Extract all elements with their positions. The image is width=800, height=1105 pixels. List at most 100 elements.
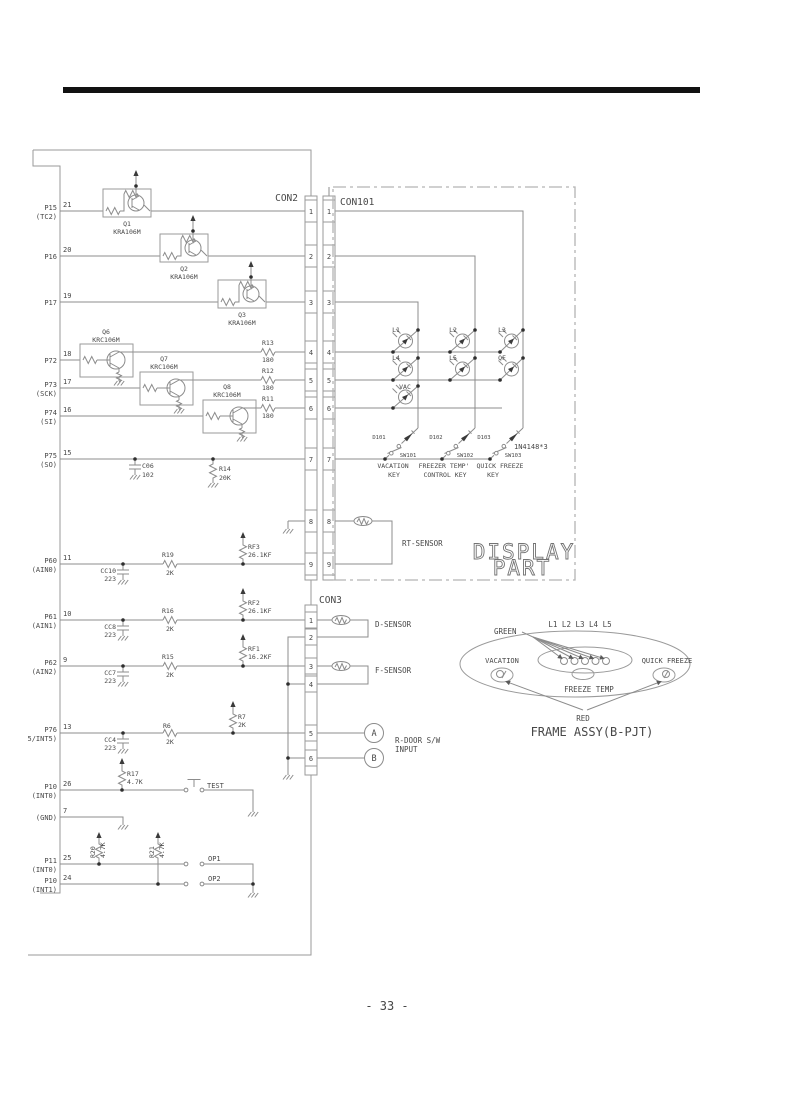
svg-text:R13: R13 (262, 339, 274, 347)
svg-text:4.7K: 4.7K (99, 842, 107, 858)
pin-label: P16 (44, 253, 57, 261)
svg-text:1: 1 (309, 617, 313, 625)
svg-text:223: 223 (104, 744, 116, 752)
rt-sensor-symbol (353, 516, 373, 526)
svg-text:223: 223 (104, 677, 116, 685)
svg-text:KRC106M: KRC106M (150, 363, 177, 371)
pin-number: 21 (63, 201, 71, 209)
svg-text:2K: 2K (166, 671, 174, 679)
mcu-pin-labels: P15 (TC2) 21 P16 20 P17 19 P72 18 P73 (S… (27, 201, 71, 894)
svg-text:CC4: CC4 (104, 736, 116, 744)
pin-label: (AIN1) (32, 622, 57, 630)
svg-text:180: 180 (262, 384, 274, 392)
svg-text:R14: R14 (219, 465, 231, 473)
pin-number: 7 (63, 807, 67, 815)
svg-text:VACATION: VACATION (377, 462, 408, 470)
pin-number: 10 (63, 610, 71, 618)
svg-text:9: 9 (327, 561, 331, 569)
pin-label: P73 (44, 381, 57, 389)
svg-text:5: 5 (309, 730, 313, 738)
svg-text:3: 3 (309, 663, 313, 671)
svg-text:F-SENSOR: F-SENSOR (375, 666, 412, 675)
svg-text:7: 7 (309, 456, 313, 464)
svg-text:QF: QF (498, 354, 506, 362)
svg-text:KRA106M: KRA106M (228, 319, 255, 327)
svg-text:26.1KF: 26.1KF (248, 551, 272, 559)
pin-number: 9 (63, 656, 67, 664)
pin-label: (TC2) (36, 213, 57, 221)
svg-text:2: 2 (327, 253, 331, 261)
svg-text:CONTROL KEY: CONTROL KEY (423, 471, 466, 479)
svg-text:102: 102 (142, 471, 154, 479)
con101-connector (322, 195, 336, 581)
svg-text:4: 4 (309, 349, 313, 357)
svg-text:FREEZER TEMP': FREEZER TEMP' (419, 462, 470, 470)
pin-label: (SCK) (36, 390, 57, 398)
svg-text:CC10: CC10 (100, 567, 116, 575)
quick-freeze-button (652, 667, 676, 683)
svg-text:180: 180 (262, 356, 274, 364)
svg-text:R7: R7 (238, 713, 246, 721)
svg-text:L4: L4 (392, 354, 400, 362)
svg-text:4.7K: 4.7K (158, 842, 166, 858)
svg-text:QUICK FREEZE: QUICK FREEZE (642, 657, 693, 665)
freeze-temp-display (571, 668, 595, 680)
svg-text:PART: PART (493, 556, 552, 580)
svg-text:L5: L5 (449, 354, 457, 362)
svg-text:GREEN: GREEN (494, 627, 517, 636)
pin-label: 5/INT5) (27, 735, 57, 743)
svg-text:6: 6 (309, 755, 313, 763)
svg-text:OP1: OP1 (208, 855, 221, 863)
svg-text:R19: R19 (162, 551, 174, 559)
svg-text:FREEZE TEMP: FREEZE TEMP (564, 685, 614, 694)
svg-text:KRA106M: KRA106M (113, 228, 140, 236)
svg-text:D103: D103 (477, 435, 490, 441)
pin-label: (SI) (40, 418, 57, 426)
svg-text:4: 4 (327, 349, 331, 357)
svg-text:VACATION: VACATION (485, 657, 519, 665)
pin-number: 11 (63, 554, 71, 562)
pin-number: 24 (63, 874, 71, 882)
svg-text:L1 L2 L3 L4 L5: L1 L2 L3 L4 L5 (548, 620, 611, 629)
svg-text:2K: 2K (166, 738, 174, 746)
svg-text:KRA106M: KRA106M (170, 273, 197, 281)
svg-text:OP2: OP2 (208, 875, 221, 883)
pin-label: P10 (44, 783, 57, 791)
svg-text:KRC106M: KRC106M (213, 391, 240, 399)
capacitors (117, 459, 218, 749)
svg-text:3: 3 (309, 299, 313, 307)
pin-number: 13 (63, 723, 71, 731)
svg-text:RF2: RF2 (248, 599, 260, 607)
pin-number: 16 (63, 406, 71, 414)
svg-text:2: 2 (309, 253, 313, 261)
svg-text:5: 5 (327, 377, 331, 385)
svg-text:KEY: KEY (487, 471, 499, 479)
svg-text:180: 180 (262, 412, 274, 420)
pin-number: 19 (63, 292, 71, 300)
svg-text:2K: 2K (238, 721, 246, 729)
svg-text:TEST: TEST (207, 782, 225, 790)
vacation-button (490, 667, 514, 683)
con3-header: CON3 (319, 595, 342, 606)
svg-text:CC7: CC7 (104, 669, 116, 677)
svg-text:L2: L2 (449, 326, 457, 334)
pin-label: P17 (44, 299, 57, 307)
junction-dots (97, 328, 525, 886)
pin-number: 17 (63, 378, 71, 386)
pin-label: (INT0) (32, 866, 57, 874)
svg-text:SW102: SW102 (457, 453, 474, 459)
svg-text:D102: D102 (429, 435, 442, 441)
svg-text:R-DOOR S/W: R-DOOR S/W (395, 736, 441, 745)
frame-assy-title: FRAME ASSY(B-PJT) (531, 725, 654, 739)
svg-text:7: 7 (327, 456, 331, 464)
svg-text:Q6: Q6 (102, 328, 110, 336)
svg-text:Q8: Q8 (223, 383, 231, 391)
pin-label: P75 (44, 452, 57, 460)
led-labels: L1 L2 L3 L4 L5 QF VAC (392, 326, 506, 391)
svg-text:20K: 20K (219, 474, 231, 482)
pin-label: P60 (44, 557, 57, 565)
part-labels: R13 180 R12 180 R11 180 R14 20K R19 2K R… (89, 339, 274, 858)
page-number: - 33 - (365, 999, 408, 1013)
svg-text:CC8: CC8 (104, 623, 116, 631)
